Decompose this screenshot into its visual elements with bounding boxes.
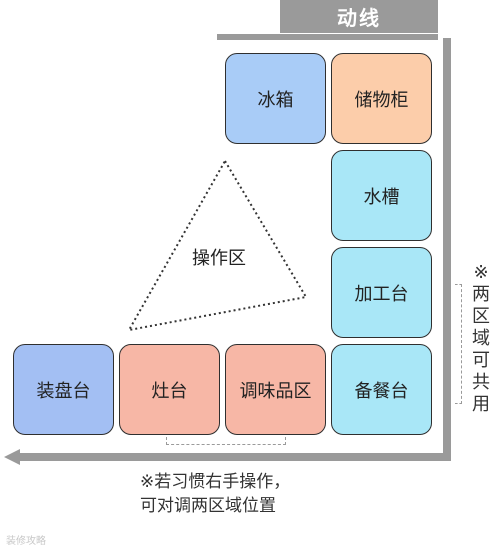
swap-zone-note: ※若习惯右手操作， 可对调两区域位置 bbox=[140, 470, 370, 518]
flow-bar-bottom bbox=[20, 453, 451, 461]
shared-zone-note: ※两区域可共用 bbox=[472, 262, 490, 415]
flow-title: 动线 bbox=[280, 0, 438, 33]
storage-cabinet-box[interactable]: 储物柜 bbox=[331, 53, 432, 144]
fridge-box[interactable]: 冰箱 bbox=[225, 53, 326, 144]
arrow-left-icon bbox=[4, 449, 20, 465]
sink-box[interactable]: 水槽 bbox=[331, 150, 432, 241]
swap-note-line2: 可对调两区域位置 bbox=[140, 496, 276, 516]
flow-bar-right bbox=[443, 38, 451, 455]
operation-triangle bbox=[127, 159, 308, 332]
serving-counter-box[interactable]: 备餐台 bbox=[331, 344, 432, 435]
plating-counter-box[interactable]: 装盘台 bbox=[13, 344, 114, 435]
operation-area-label: 操作区 bbox=[192, 248, 246, 269]
stove-box[interactable]: 灶台 bbox=[119, 344, 220, 435]
watermark: 装修攻略 bbox=[6, 536, 46, 547]
shared-zone-bracket bbox=[455, 284, 462, 404]
swap-zone-bracket bbox=[166, 437, 286, 445]
flow-bar-top bbox=[217, 34, 438, 40]
seasoning-area-box[interactable]: 调味品区 bbox=[225, 344, 326, 435]
swap-note-line1: ※若习惯右手操作， bbox=[140, 472, 291, 492]
prep-counter-box[interactable]: 加工台 bbox=[331, 247, 432, 338]
